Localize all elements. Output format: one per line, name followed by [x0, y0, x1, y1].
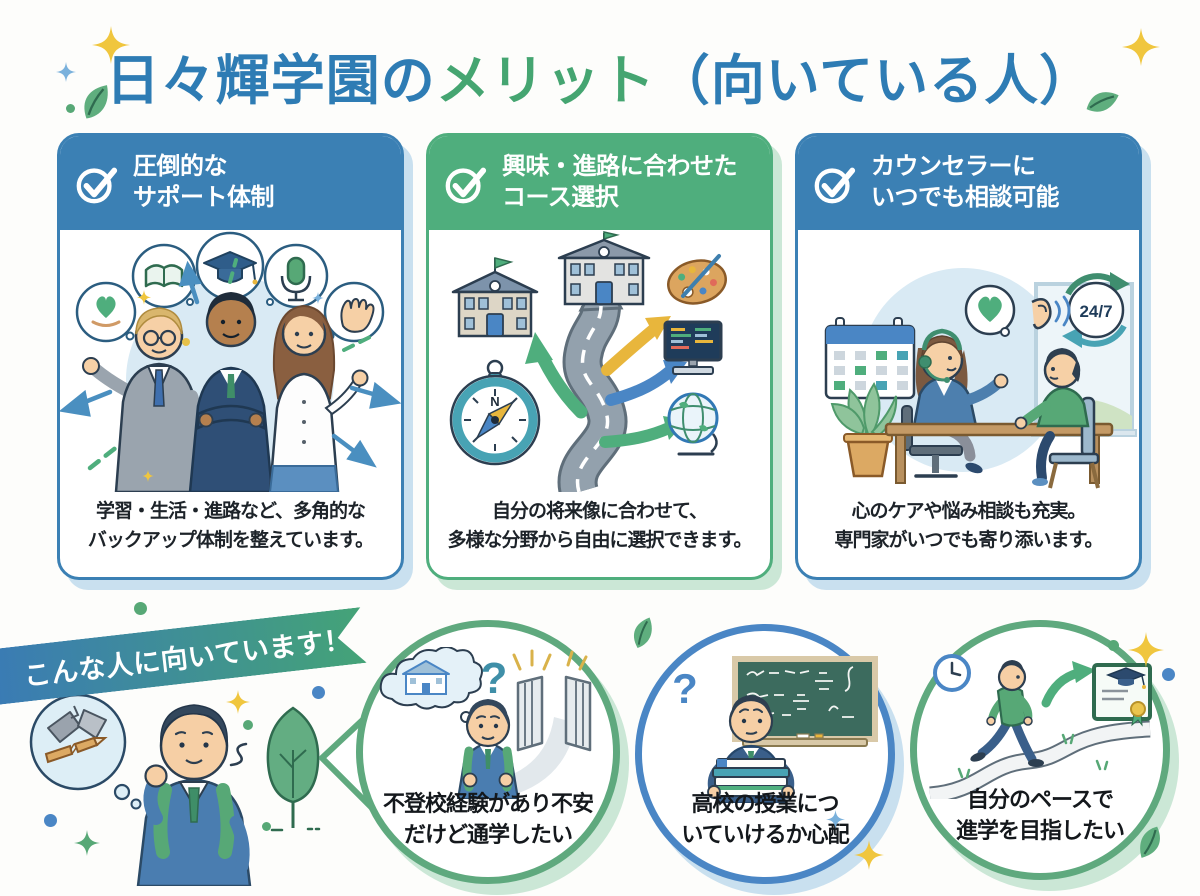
title-merit: メリット: [435, 51, 656, 111]
card-course-choice: 興味・進路に合わせたコース選択: [426, 133, 773, 580]
paintbrush-icon: [681, 254, 721, 298]
question-mark: ?: [481, 654, 508, 703]
card-support: 圧倒的なサポート体制: [57, 133, 404, 580]
card-counselor-title: カウンセラーにいつでも相談可能: [871, 153, 1060, 211]
sparkle-icon: [226, 690, 250, 714]
bubble-microphone-icon: [263, 243, 329, 309]
persona-anxious-label: 不登校経験があり不安だけど通学したい: [382, 791, 594, 848]
dash-accents: [87, 258, 374, 471]
open-gates-icon: [516, 675, 592, 752]
sparkle-icon: [1128, 632, 1164, 668]
clock-icon: [933, 654, 971, 692]
compass-icon: N: [449, 359, 541, 466]
checkmark-icon: [76, 167, 118, 204]
card-support-illustration: [60, 230, 401, 494]
benefit-cards: 圧倒的なサポート体制: [57, 133, 1142, 580]
card-counselor-illustration: 24/7: [798, 230, 1139, 492]
card-counselor-header: カウンセラーにいつでも相談可能: [798, 136, 1139, 230]
calendar-icon: [824, 317, 916, 400]
dot-decoration: [66, 104, 75, 113]
thought-bubble-broken-pencil-icon: [29, 693, 142, 810]
card-counselor: カウンセラーにいつでも相談可能: [795, 133, 1142, 580]
card-counselor-description: 心のケアや悩み相談も充実。専門家がいつでも寄り添います。: [834, 501, 1103, 552]
sparkle-icon: [56, 62, 76, 82]
school-building-icon: [557, 231, 651, 306]
card-course-header: 興味・進路に合わせたコース選択: [429, 136, 770, 230]
sparkle-icon: [826, 810, 845, 829]
mascot-student-illustration: [29, 693, 321, 888]
sparkle-icon: [854, 840, 884, 870]
computer-monitor-icon: [663, 320, 723, 375]
light-rays: [512, 649, 588, 671]
tree-icon: [266, 706, 321, 832]
compass-north-label: N: [490, 394, 499, 409]
teacher-male-gray-suit: [82, 307, 204, 494]
dot-decoration: [1108, 640, 1119, 651]
potted-plant: [830, 382, 898, 478]
badge-24-7: 24/7: [1062, 272, 1130, 348]
persona-circle-worried-classes: ? 高校の授業についていけるか: [635, 624, 895, 884]
grass-accents: [957, 733, 1109, 779]
dot-decoration: [312, 686, 325, 699]
listening-ear-icon: [1031, 295, 1071, 330]
sparkle-icon: [92, 26, 130, 64]
dot-decoration: [262, 822, 271, 831]
checkmark-icon: [445, 167, 487, 204]
outward-arrows: [60, 260, 401, 468]
counseling-scene-illustration: 24/7: [824, 268, 1137, 489]
persona-circle-own-pace: 自分のペースで進学を目指したい: [910, 620, 1170, 880]
teacher-female: [268, 304, 369, 494]
dot-decoration: [134, 602, 147, 615]
persona-boy: [456, 699, 520, 799]
persona-anxious-illustration: ?: [379, 647, 592, 799]
dot-decoration: [44, 814, 57, 827]
leaf-icon: [1081, 81, 1122, 122]
squiggle-decoration: [229, 742, 248, 767]
mascot-boy: [136, 704, 252, 888]
persona-boy-with-books: [707, 695, 795, 803]
bubble-heart-hand-icon: [75, 281, 137, 343]
arrow-to-diploma: [1041, 661, 1096, 708]
card-course-illustration: N: [429, 230, 770, 498]
persona-worried-label: 高校の授業についていけるか心配: [681, 791, 849, 848]
persona-worried-illustration: ?: [672, 656, 878, 803]
sparkle-icon: [74, 830, 100, 856]
badge-24-7-label: 24/7: [1079, 302, 1112, 321]
dot-decoration: [243, 720, 253, 730]
sparkle-icon: [1122, 28, 1160, 66]
heart-speech-bubble-icon: [964, 284, 1016, 337]
student-person: [1014, 348, 1100, 489]
school-building-icon: [451, 257, 539, 338]
card-support-title: 圧倒的なサポート体制: [133, 153, 275, 211]
teacher-male-navy-suit: [188, 292, 274, 494]
support-team-illustration: [60, 231, 401, 494]
card-support-header: 圧倒的なサポート体制: [60, 136, 401, 230]
mascot-student: [8, 650, 338, 888]
persona-own-pace-label: 自分のペースで進学を目指したい: [955, 787, 1125, 844]
card-course-title: 興味・進路に合わせたコース選択: [502, 153, 738, 211]
leaf-icon: [74, 80, 118, 124]
card-course-description: 自分の将来像に合わせて、多様な分野から自由に選択できます。: [447, 501, 752, 552]
persona-own-pace-illustration: [929, 654, 1152, 799]
checkmark-icon: [814, 167, 856, 204]
diploma-icon: [1092, 663, 1152, 727]
leaf-icon: [623, 613, 663, 653]
sparkle-accents: [137, 290, 324, 482]
globe-icon: [667, 392, 719, 456]
title-school: 日々輝学園の: [105, 51, 436, 111]
title-suffix: （向いている人）: [655, 51, 1095, 111]
bubble-graduation-cap-icon: [195, 231, 265, 301]
card-support-description: 学習・生活・進路など、多角的なバックアップ体制を整えています。: [87, 501, 374, 552]
leaf-icon: [1129, 821, 1170, 862]
page-title: 日々輝学園のメリット（向いている人）: [0, 36, 1200, 115]
branching-paths-illustration: N: [449, 231, 727, 498]
bubble-waving-hand-icon: [323, 281, 385, 343]
walking-student: [970, 660, 1044, 767]
dot-decoration: [1162, 668, 1175, 681]
persona-circle-anxious: ?: [356, 620, 620, 884]
question-mark: ?: [672, 665, 698, 712]
